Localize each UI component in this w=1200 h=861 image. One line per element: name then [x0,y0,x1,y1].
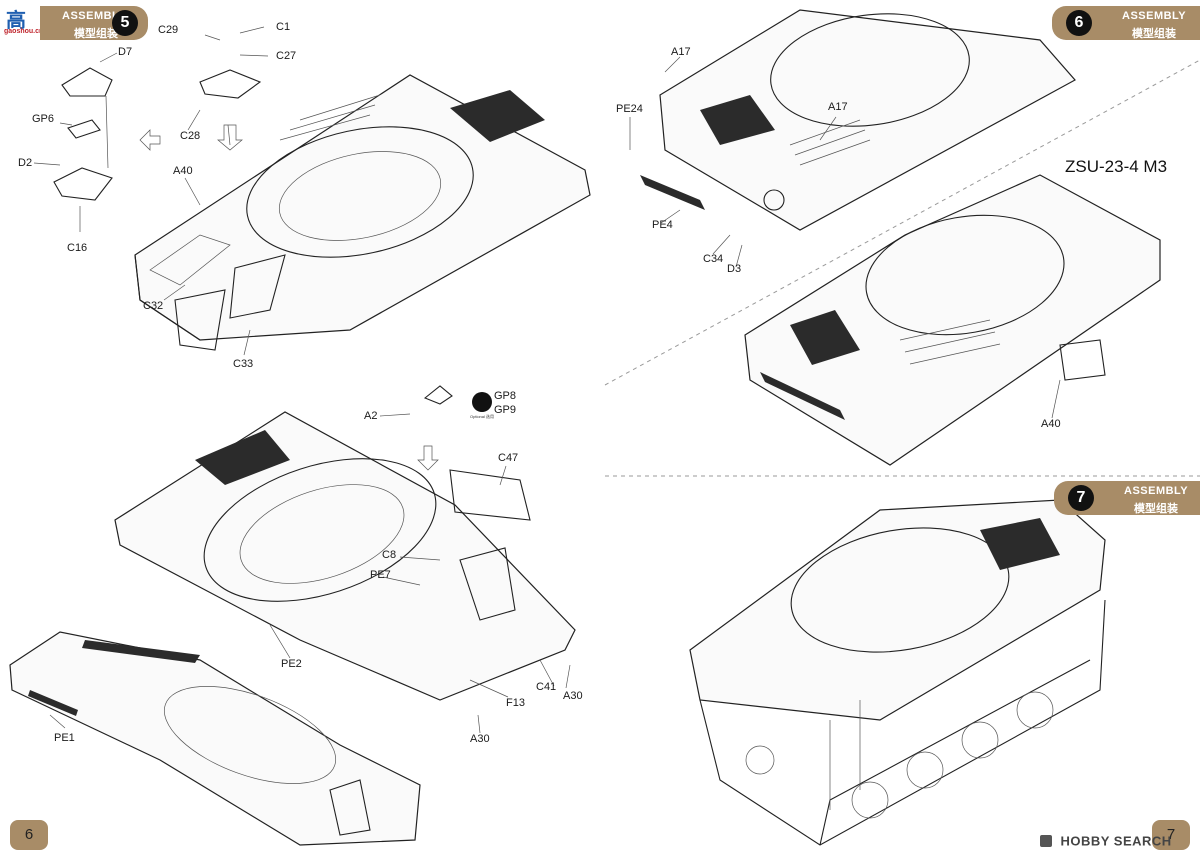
part-label-a40-2: A40 [1041,418,1061,430]
part-label-f13: F13 [506,697,525,709]
step6-banner: 6 ASSEMBLY 模型组装 [1052,6,1200,40]
hobby-search-text: HOBBY SEARCH [1060,833,1172,849]
part-label-pe24: PE24 [616,103,643,115]
optional-badge: Optional 选用 GP8 GP9 [470,390,540,424]
part-label-c32: C32 [143,300,164,312]
part-label-c29: C29 [158,24,179,36]
part-label-a17: A17 [671,46,691,58]
part-label-d7: D7 [118,46,133,58]
part-label-c27: C27 [276,50,297,62]
part-label-gp6: GP6 [32,113,55,125]
optional-icon [472,392,492,412]
watermark-logo-url: gaoshou.cn [4,28,44,35]
part-label-a30-2: A30 [470,733,490,745]
step6-heading-cn: 模型组装 [1132,28,1176,40]
part-label-pe2: PE2 [281,658,302,670]
hobby-search-icon [1040,834,1052,847]
optional-option-gp8: GP8 [494,390,517,402]
part-label-a2: A2 [364,410,378,422]
step6-number: 6 [1066,10,1092,36]
step7-banner: 7 ASSEMBLY 模型组装 [1054,481,1200,515]
step5-rear-view-drawing [9,631,421,846]
part-label-a30: A30 [563,690,583,702]
step5-heading-cn: 模型组装 [74,28,118,40]
page-number-right: 7 [1152,820,1190,850]
part-label-c1: C1 [276,21,291,33]
down-arrow [417,445,439,471]
part-label-d3: D3 [727,263,742,275]
step6-upper-hull-drawing [640,9,1076,231]
part-label-c28: C28 [180,130,201,142]
page-number-left: 6 [10,820,48,850]
part-label-c16: C16 [67,242,88,254]
part-label-a40: A40 [173,165,193,177]
part-label-pe4: PE4 [652,219,673,231]
part-label-pe1: PE1 [54,732,75,744]
optional-option-gp9: GP9 [494,404,517,416]
part-label-d2: D2 [18,157,33,169]
optional-text: Optional 选用 [470,414,495,419]
part-label-c33: C33 [233,358,254,370]
step5-lower-hull-drawing [114,385,576,701]
part-label-c8: C8 [382,549,397,561]
leader-lines [33,26,1061,734]
watermark-logo: 高 gaoshou.cn [2,4,64,38]
step7-heading-cn: 模型组装 [1134,503,1178,515]
hobby-search-watermark: HOBBY SEARCH [1040,832,1172,850]
diagonal-divider [604,59,1200,386]
part-label-pe7: PE7 [370,569,391,581]
step5-hull-drawing [134,74,591,351]
step5-banner: ASSEMBLY 模型组装 5 [40,6,148,40]
step6-lower-hull-drawing [744,174,1161,466]
part-label-c41: C41 [536,681,557,693]
step7-heading-en: ASSEMBLY [1124,485,1189,497]
step7-number: 7 [1068,485,1094,511]
step6-heading-en: ASSEMBLY [1122,10,1187,22]
step5-number: 5 [112,10,138,36]
watermark-logo-text: 高 [6,10,26,32]
model-name: ZSU-23-4 M3 [1065,157,1168,176]
step7-vehicle-drawing [689,499,1106,846]
part-label-c34: C34 [703,253,724,265]
part-label-a17-2: A17 [828,101,848,113]
step5-parts-drawing [53,67,262,201]
part-label-c47: C47 [498,452,519,464]
step5-heading-en: ASSEMBLY [62,10,127,22]
